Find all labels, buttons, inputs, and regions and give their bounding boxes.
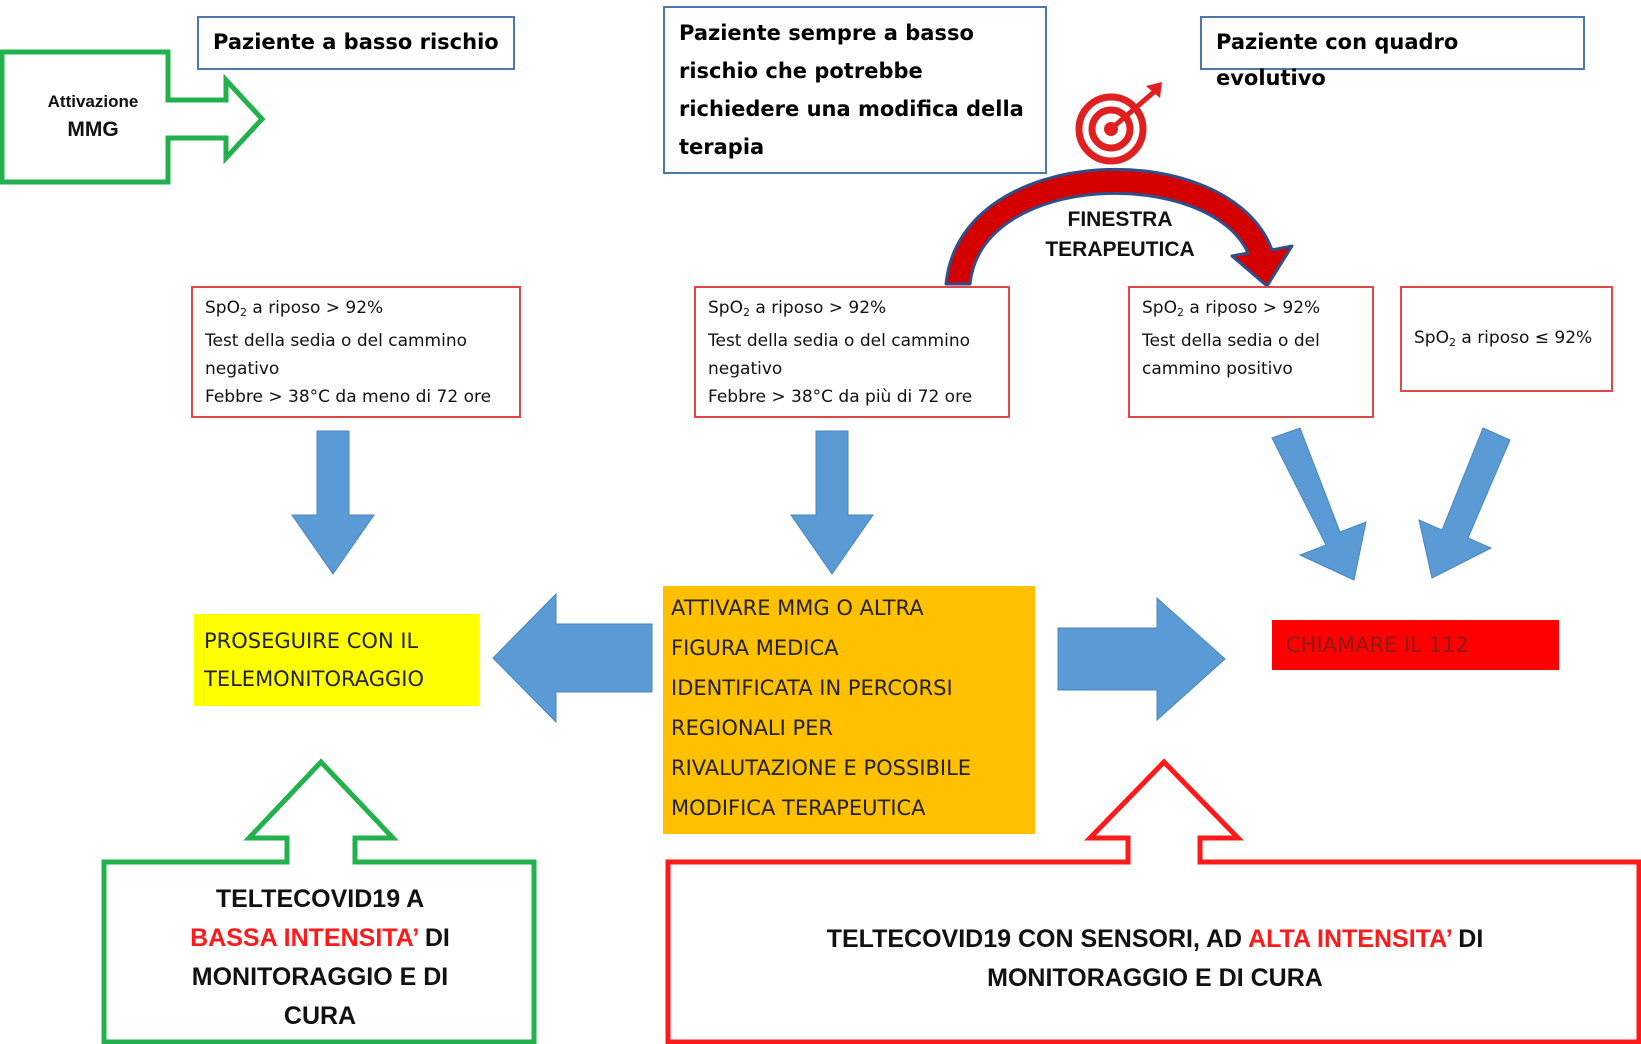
activate-line2: FIGURA MEDICA <box>671 636 839 660</box>
activate-mmg-box: ATTIVARE MMG O ALTRA FIGURA MEDICA IDENT… <box>663 586 1035 834</box>
diag-arrow-left <box>1271 427 1367 581</box>
criteria-box-4: SpO2 a riposo ≤ 92% <box>1400 286 1613 392</box>
low-footer-line2: BASSA INTENSITA’ DI <box>190 924 450 952</box>
down-arrow-center <box>790 430 874 575</box>
therapeutic-window-arrow <box>944 167 1294 288</box>
continue-line1: PROSEGUIRE CON IL <box>204 629 419 653</box>
call-112-box: CHIAMARE IL 112 <box>1272 620 1559 670</box>
high-footer-line1: TELTECOVID19 CON SENSORI, AD ALTA INTENS… <box>826 925 1484 953</box>
criteria-box-3: SpO2 a riposo > 92% Test della sedia o d… <box>1128 286 1374 418</box>
activate-line3: IDENTIFICATA IN PERCORSI <box>671 676 953 700</box>
mmg-activation-label: Attivazione MMG <box>18 88 168 144</box>
header-low-risk-modify: Paziente sempre a basso rischio che potr… <box>663 6 1047 174</box>
criteria-1-line3: negativo <box>205 359 280 379</box>
continue-monitoring-box: PROSEGUIRE CON IL TELEMONITORAGGIO <box>194 614 479 706</box>
call-112-text: CHIAMARE IL 112 <box>1286 633 1469 657</box>
criteria-box-2: SpO2 a riposo > 92% Test della sedia o d… <box>694 286 1010 418</box>
header-evolving-text: Paziente con quadro evolutivo <box>1216 30 1459 90</box>
low-footer-line3: MONITORAGGIO E DI <box>191 963 449 991</box>
target-icon <box>1075 82 1162 165</box>
criteria-1-line4: Febbre > 38°C da meno di 72 ore <box>205 387 492 407</box>
header-low-risk-text: Paziente a basso rischio <box>213 30 499 54</box>
diag-arrow-right <box>1418 427 1511 579</box>
criteria-3-line2: Test della sedia o del <box>1142 331 1320 351</box>
criteria-2-spo2: SpO2 a riposo > 92% <box>708 298 887 319</box>
activate-line5: RIVALUTAZIONE E POSSIBILE <box>671 756 972 780</box>
low-intensity-up-arrow-outline <box>101 758 537 1044</box>
criteria-3-line3: cammino positivo <box>1142 359 1293 379</box>
criteria-2-line2: Test della sedia o del cammino <box>708 331 971 351</box>
header-low-risk-modify-text: Paziente sempre a basso rischio che potr… <box>679 21 1024 159</box>
mmg-activation-line2: MMG <box>67 118 119 141</box>
criteria-2-line3: negativo <box>708 359 783 379</box>
low-intensity-footer-text: TELTECOVID19 A BASSA INTENSITA’ DI MONIT… <box>120 880 520 1036</box>
header-low-risk: Paziente a basso rischio <box>197 16 515 70</box>
right-arrow-to-112 <box>1057 596 1226 722</box>
criteria-1-spo2: SpO2 a riposo > 92% <box>205 298 384 319</box>
therapeutic-window-line1: FINESTRA <box>1067 208 1173 231</box>
high-intensity-up-arrow-outline <box>665 758 1641 1044</box>
low-footer-line4: CURA <box>283 1002 357 1030</box>
continue-line2: TELEMONITORAGGIO <box>204 667 424 691</box>
activate-line4: REGIONALI PER <box>671 716 834 740</box>
mmg-activation-line1: Attivazione <box>47 92 139 111</box>
criteria-1-line2: Test della sedia o del cammino <box>205 331 468 351</box>
criteria-2-line4: Febbre > 38°C da più di 72 ore <box>708 387 973 407</box>
criteria-3-spo2: SpO2 a riposo > 92% <box>1142 298 1321 319</box>
high-intensity-footer-text: TELTECOVID19 CON SENSORI, AD ALTA INTENS… <box>680 920 1630 998</box>
high-footer-line2: MONITORAGGIO E DI CURA <box>987 964 1323 992</box>
criteria-box-1: SpO2 a riposo > 92% Test della sedia o d… <box>191 286 521 418</box>
therapeutic-window-line2: TERAPEUTICA <box>1045 238 1195 261</box>
header-evolving: Paziente con quadro evolutivo <box>1200 16 1585 90</box>
down-arrow-left <box>291 430 375 575</box>
mmg-activation-arrow-outline <box>0 49 266 185</box>
activate-line6: MODIFICA TERAPEUTICA <box>671 796 926 820</box>
criteria-4-spo2: SpO2 a riposo ≤ 92% <box>1414 328 1593 349</box>
activate-line1: ATTIVARE MMG O ALTRA <box>671 596 924 620</box>
low-footer-line1: TELTECOVID19 A <box>215 885 425 913</box>
left-arrow-to-continue <box>492 592 653 724</box>
therapeutic-window-label: FINESTRA TERAPEUTICA <box>1040 205 1200 265</box>
